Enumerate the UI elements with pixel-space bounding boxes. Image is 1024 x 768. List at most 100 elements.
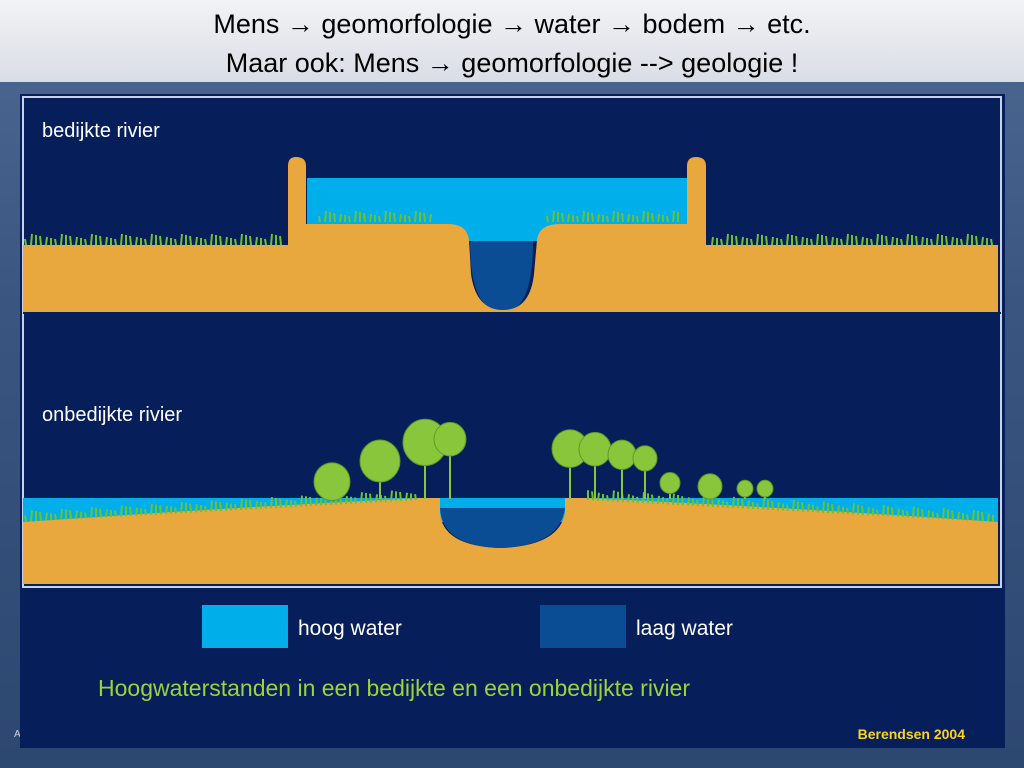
grass-blade — [129, 235, 132, 246]
grass-blade — [831, 236, 834, 246]
grass-blade — [666, 498, 669, 505]
grass-blade — [921, 236, 924, 246]
grass-blade — [60, 233, 63, 246]
low-water-top — [470, 242, 533, 308]
slide-title-line-2: Maar ook: Mens → geomorfologie --> geolo… — [225, 48, 799, 78]
grass-blade — [657, 213, 660, 223]
grass-blade — [279, 498, 282, 508]
grass-blade — [315, 497, 318, 506]
grass-blade — [180, 502, 183, 514]
grass-blade — [90, 507, 93, 519]
grass-blade — [966, 514, 969, 521]
panel-divider — [23, 312, 1001, 314]
tree-crown — [313, 462, 351, 502]
grass-blade — [309, 496, 312, 507]
grass-blade — [846, 233, 849, 246]
grass-blade — [597, 213, 600, 223]
grass-blade — [867, 506, 870, 516]
grass-blade — [936, 512, 939, 519]
grass-blade — [360, 492, 363, 504]
panel-label-bedijkt: bedijkte rivier — [42, 120, 160, 142]
grass-blade — [120, 505, 123, 517]
grass-blade — [408, 215, 411, 223]
grass-blade — [930, 238, 933, 246]
grass-blade — [912, 506, 915, 518]
grass-blade — [672, 210, 675, 223]
grass-blade — [225, 236, 228, 246]
credit-label: Berendsen 2004 — [857, 726, 965, 742]
grass-blade — [795, 235, 798, 246]
grass-blade — [399, 491, 402, 502]
grass-blade — [69, 235, 72, 246]
grass-blade — [369, 493, 372, 503]
grass-blade — [855, 235, 858, 246]
grass-blade — [816, 506, 819, 513]
grass-bottom — [24, 490, 994, 522]
grass-blade — [741, 499, 744, 509]
grass-blade — [627, 213, 630, 223]
grass-blade — [285, 499, 288, 508]
grass-blade — [642, 210, 645, 223]
grass-blade — [885, 235, 888, 246]
grass-blade — [399, 213, 402, 223]
grass-blade — [861, 236, 864, 246]
grass-blade — [687, 497, 690, 506]
grass-blade — [666, 215, 669, 223]
grass-blade — [354, 210, 357, 223]
grass-blade — [345, 495, 348, 505]
grass-blade — [606, 495, 609, 502]
grass-blade — [384, 495, 387, 503]
grass-blade — [300, 495, 303, 507]
grass-blade — [981, 236, 984, 246]
grass-blade — [762, 498, 765, 510]
grass-blade — [900, 238, 903, 246]
diagram-caption: Hoogwaterstanden in een bedijkte en een … — [98, 675, 690, 701]
grass-blade — [324, 499, 327, 506]
grass-blade — [75, 236, 78, 246]
grass-blade — [195, 504, 198, 513]
grass-blade — [945, 235, 948, 246]
grass-blade — [150, 233, 153, 246]
grass-blade — [240, 233, 243, 246]
diagram-frame: bedijkte rivier onbedijkte rivier hoog w… — [20, 94, 1005, 748]
grass-blade — [987, 513, 990, 522]
grass-blade — [801, 502, 804, 512]
grass-blade — [786, 233, 789, 246]
grass-blade — [414, 210, 417, 223]
grass-blade — [906, 511, 909, 518]
grass-blade — [129, 506, 132, 517]
grass-blade — [852, 503, 855, 515]
tree-crown — [433, 421, 467, 457]
grass-blade — [951, 510, 954, 520]
grass-blade — [612, 490, 615, 502]
grass-blade — [582, 210, 585, 223]
grass-blade — [546, 215, 549, 223]
grass-blade — [84, 238, 87, 246]
grass-blade — [750, 238, 753, 246]
grass-blade — [936, 233, 939, 246]
grass-blade — [294, 500, 297, 507]
grass-blade — [75, 510, 78, 520]
levee-trees — [313, 418, 774, 502]
grass-blade — [627, 494, 630, 503]
grass-blade — [159, 235, 162, 246]
slide-title-line-1: Mens → geomorfologie → water → bodem → e… — [213, 9, 811, 39]
grass-blade — [732, 496, 735, 508]
grass-blade — [318, 215, 321, 223]
grass-blade — [825, 235, 828, 246]
grass-blade — [174, 238, 177, 246]
grass-blade — [45, 512, 48, 521]
grass-blade — [981, 512, 984, 522]
grass-blade — [780, 238, 783, 246]
sand-profile-bottom — [23, 498, 998, 584]
grass-blade — [651, 494, 654, 504]
grass-blade — [270, 233, 273, 246]
grass-blade — [951, 236, 954, 246]
grass-blade — [204, 238, 207, 246]
grass-blade — [975, 235, 978, 246]
grass-blade — [90, 233, 93, 246]
grass-blade — [861, 505, 864, 515]
panel-label-onbedijkt: onbedijkte rivier — [42, 404, 182, 426]
grass-blade — [552, 210, 555, 223]
grass-blade — [219, 501, 222, 512]
